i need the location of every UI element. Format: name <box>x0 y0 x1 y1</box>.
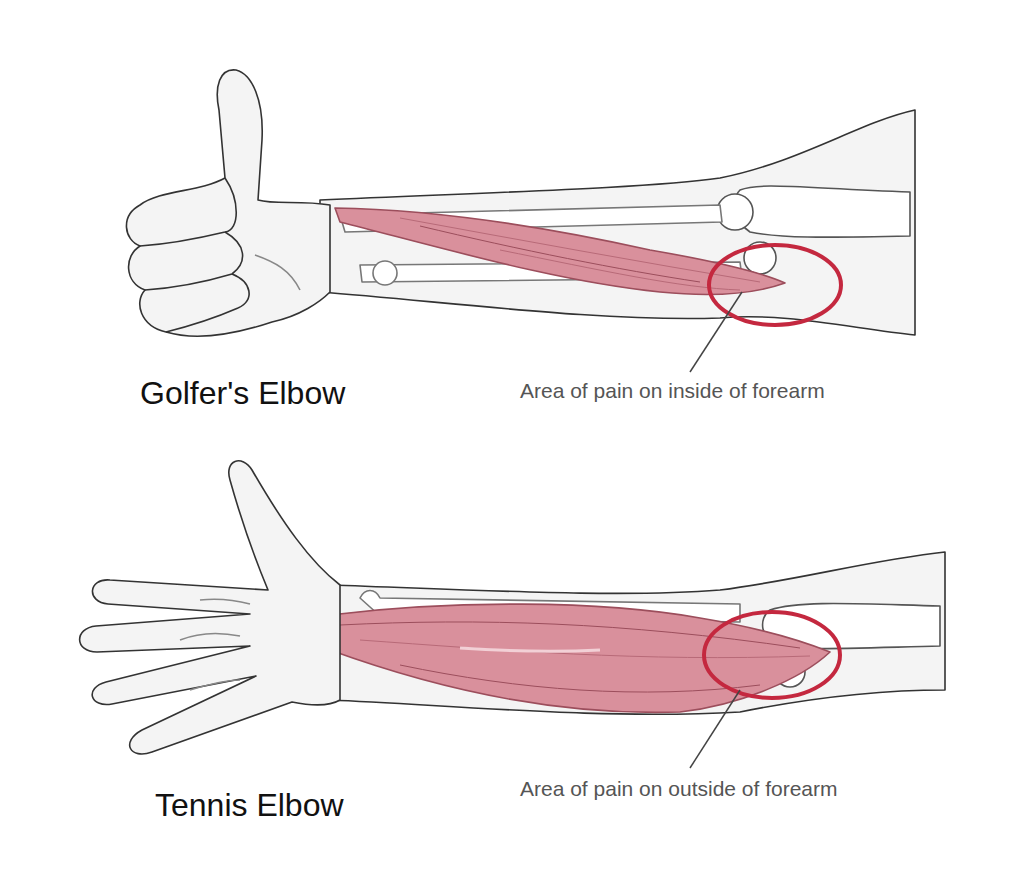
pain-label: Area of pain on inside of forearm <box>520 378 825 403</box>
leader-line <box>690 690 740 768</box>
pain-label: Area of pain on outside of forearm <box>520 776 838 801</box>
section-heading: Golfer's Elbow <box>140 374 345 412</box>
golfer-arm <box>126 70 915 336</box>
tennis-arm <box>80 461 945 754</box>
pain-circle <box>704 612 840 698</box>
section-heading: Tennis Elbow <box>155 786 344 824</box>
leader-line <box>690 292 742 372</box>
